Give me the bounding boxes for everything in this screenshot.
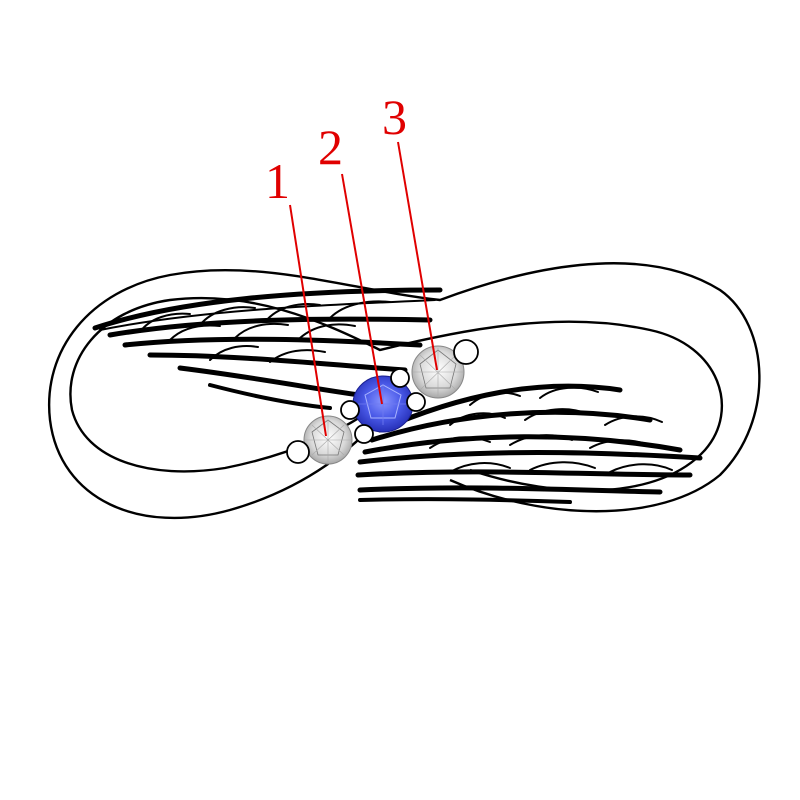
diamond-stone-left bbox=[303, 415, 353, 465]
callout-label-2: 2 bbox=[318, 119, 343, 175]
callout-label-3: 3 bbox=[382, 89, 407, 145]
accent-beads bbox=[286, 339, 479, 464]
infinity-band-inner-edge bbox=[69, 296, 723, 492]
right-wing bbox=[355, 383, 703, 504]
infinity-band bbox=[47, 262, 761, 520]
accent-bead-icon bbox=[354, 424, 374, 444]
leader-lines bbox=[289, 141, 438, 437]
accent-bead-icon bbox=[340, 400, 360, 420]
accent-bead-icon bbox=[390, 368, 410, 388]
leader-line-2 bbox=[341, 173, 383, 405]
leader-line-3 bbox=[397, 141, 438, 371]
diamond-stone-right bbox=[411, 345, 465, 399]
accent-bead-icon bbox=[286, 440, 310, 464]
accent-bead-icon bbox=[453, 339, 479, 365]
left-wing bbox=[92, 287, 443, 410]
infinity-band-outer-edge bbox=[47, 262, 761, 520]
accent-bead-icon bbox=[406, 392, 426, 412]
callout-label-1: 1 bbox=[265, 153, 290, 209]
leader-line-1 bbox=[289, 204, 327, 437]
